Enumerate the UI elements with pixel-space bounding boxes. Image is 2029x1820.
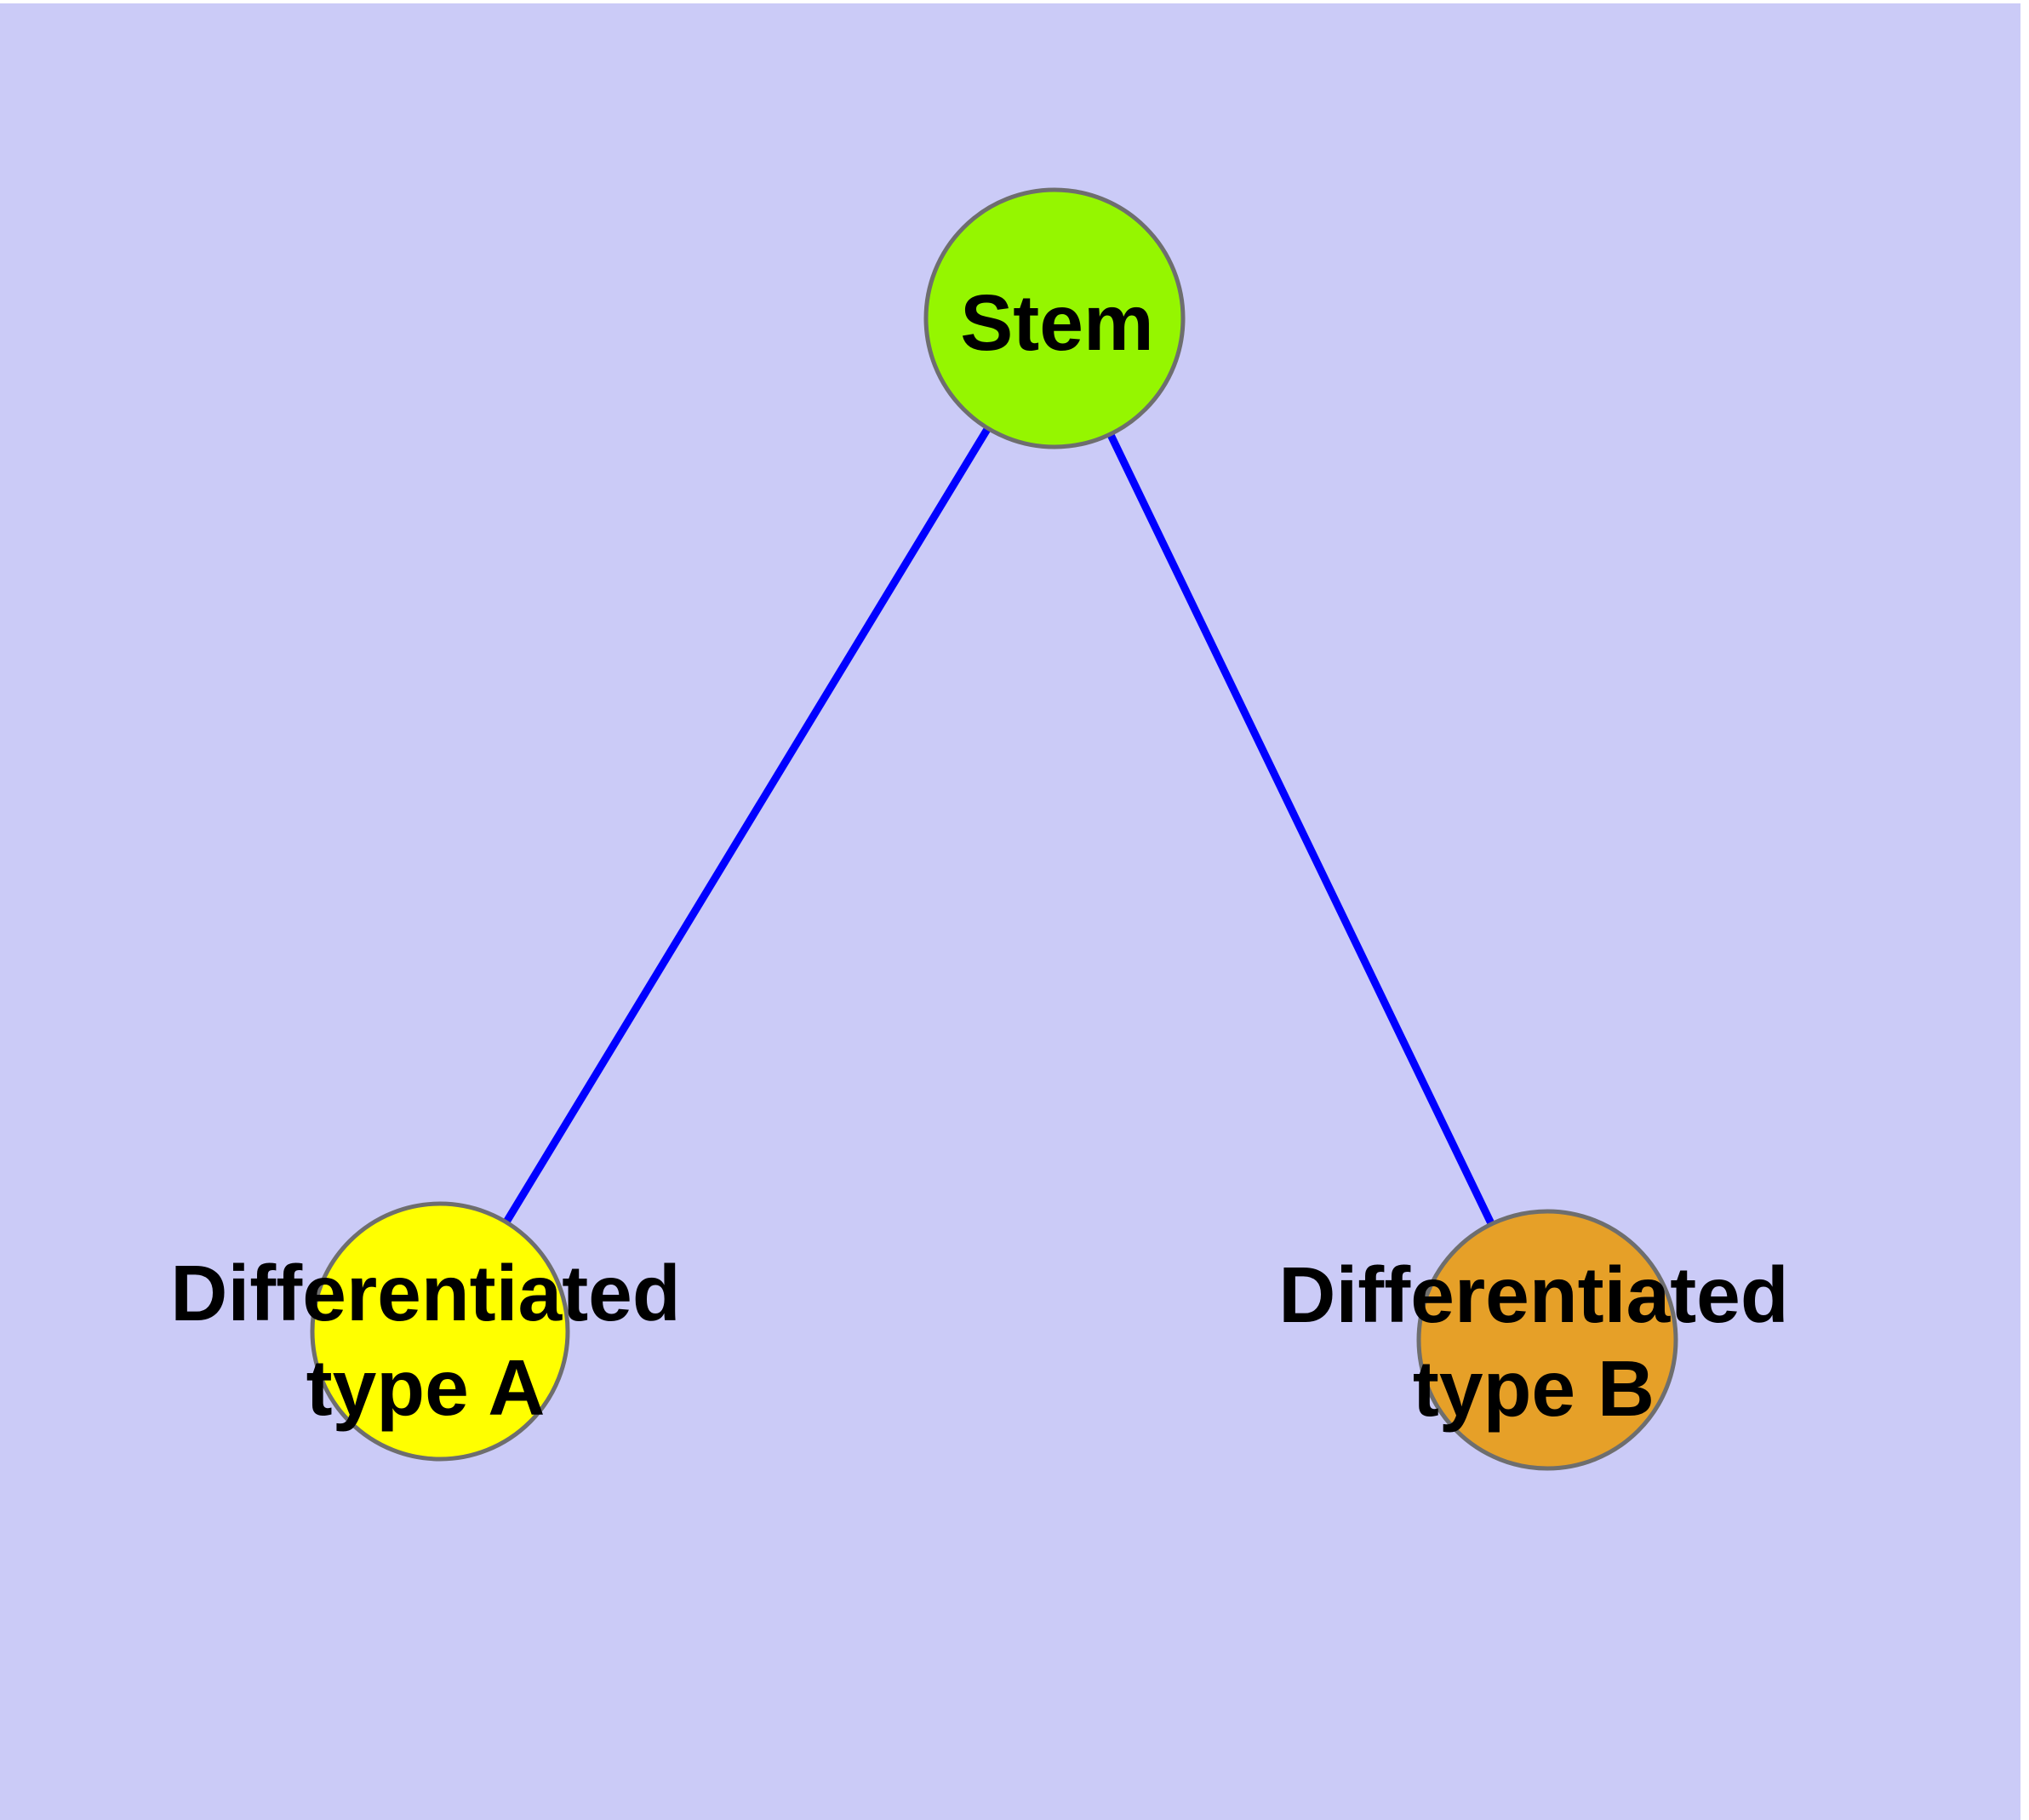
- node-label-type-b-line2: type B: [1413, 1344, 1655, 1433]
- edge-stem-to-type-a: [437, 316, 1058, 1334]
- node-label-stem: Stem: [960, 278, 1153, 367]
- node-label-type-a-line1: Differentiated: [170, 1249, 680, 1337]
- node-label-type-a-line2: type A: [306, 1343, 546, 1432]
- node-label-type-b-line1: Differentiated: [1278, 1251, 1788, 1339]
- node-differentiated-type-a: [310, 1201, 570, 1462]
- node-stem: [923, 187, 1186, 449]
- edge-stem-to-type-b: [1050, 317, 1552, 1342]
- node-differentiated-type-b: [1416, 1209, 1678, 1471]
